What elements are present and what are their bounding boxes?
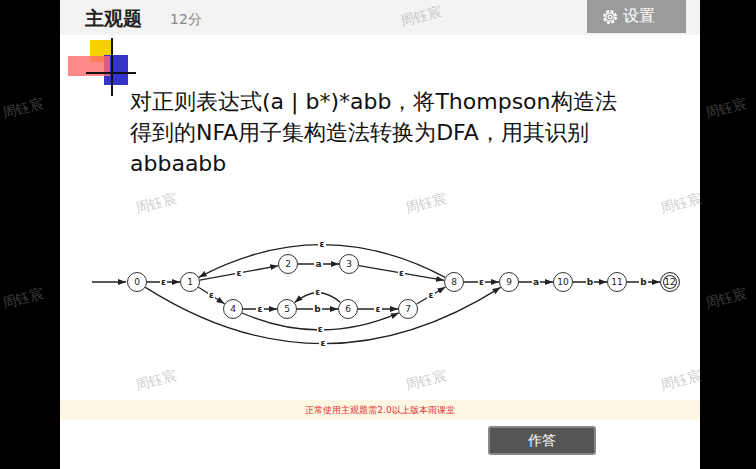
transition-label: b	[586, 278, 594, 287]
transition-arrow	[199, 245, 445, 278]
state-number: 11	[611, 278, 622, 287]
nfa-state: 8	[444, 272, 464, 292]
nfa-state: 10	[553, 272, 573, 292]
state-number: 0	[134, 278, 140, 287]
transition-label: ε	[374, 305, 381, 314]
watermark: 周钰宸	[703, 285, 748, 313]
state-number: 2	[285, 260, 291, 269]
transition-label: ε	[318, 240, 325, 249]
state-number: 8	[451, 278, 457, 287]
nfa-state: 0	[127, 272, 147, 292]
nfa-state: 3	[339, 254, 359, 274]
settings-button: 设置	[587, 0, 686, 33]
start-arrow	[92, 281, 126, 283]
nfa-state: 5	[277, 299, 297, 319]
watermark: 周钰宸	[703, 95, 748, 123]
version-note: 正常使用主观题需2.0以上版本雨课堂	[60, 404, 700, 416]
state-number: 7	[405, 305, 411, 314]
transition-label: ε	[314, 288, 321, 297]
transition-label: b	[313, 305, 321, 314]
watermark: 周钰宸	[0, 285, 45, 313]
state-number: 10	[557, 278, 568, 287]
nfa-state: 1	[180, 272, 200, 292]
transition-arrow	[145, 287, 500, 343]
state-number: 5	[284, 305, 290, 314]
transition-label: a	[532, 278, 540, 287]
nfa-state: 9	[499, 272, 519, 292]
gear-icon	[601, 8, 619, 26]
transition-arrow	[417, 287, 446, 304]
question-text: 对正则表达式(a | b*)*abb，将Thompson构造法 得到的NFA用子…	[130, 86, 665, 179]
nfa-state: 7	[398, 299, 418, 319]
accept-state: 12	[660, 272, 680, 292]
nfa-state: 2	[278, 254, 298, 274]
transition-label: ε	[319, 339, 326, 348]
state-number: 4	[230, 305, 236, 314]
button-text: 作答	[528, 432, 556, 450]
slide-ground	[60, 0, 700, 469]
button-text: 设置	[623, 6, 655, 27]
state-number: 6	[345, 305, 351, 314]
transition-label: b	[639, 278, 647, 287]
transition-label: ε	[427, 291, 434, 300]
state-number: 1	[187, 278, 193, 287]
transition-arrow	[359, 266, 444, 281]
transition-label: ε	[235, 269, 242, 278]
watermark: 周钰宸	[0, 95, 45, 123]
transition-label: ε	[317, 325, 324, 334]
transition-label: a	[314, 260, 322, 269]
transition-label: ε	[256, 305, 263, 314]
transition-label: ε	[160, 278, 167, 287]
state-number: 3	[346, 260, 352, 269]
score-text: 12分	[170, 11, 202, 29]
transition-label: ε	[208, 291, 215, 300]
state-number: 9	[506, 278, 512, 287]
nfa-state: 11	[607, 272, 627, 292]
state-number: 12	[664, 278, 675, 287]
answer-button: 作答	[488, 426, 596, 455]
transition-label: ε	[398, 269, 405, 278]
header-title: 主观题	[85, 6, 142, 32]
transition-arrow	[200, 266, 278, 280]
nfa-state: 4	[223, 299, 243, 319]
transition-arrow	[198, 287, 224, 303]
transition-label: ε	[478, 278, 485, 287]
nfa-state: 6	[338, 299, 358, 319]
